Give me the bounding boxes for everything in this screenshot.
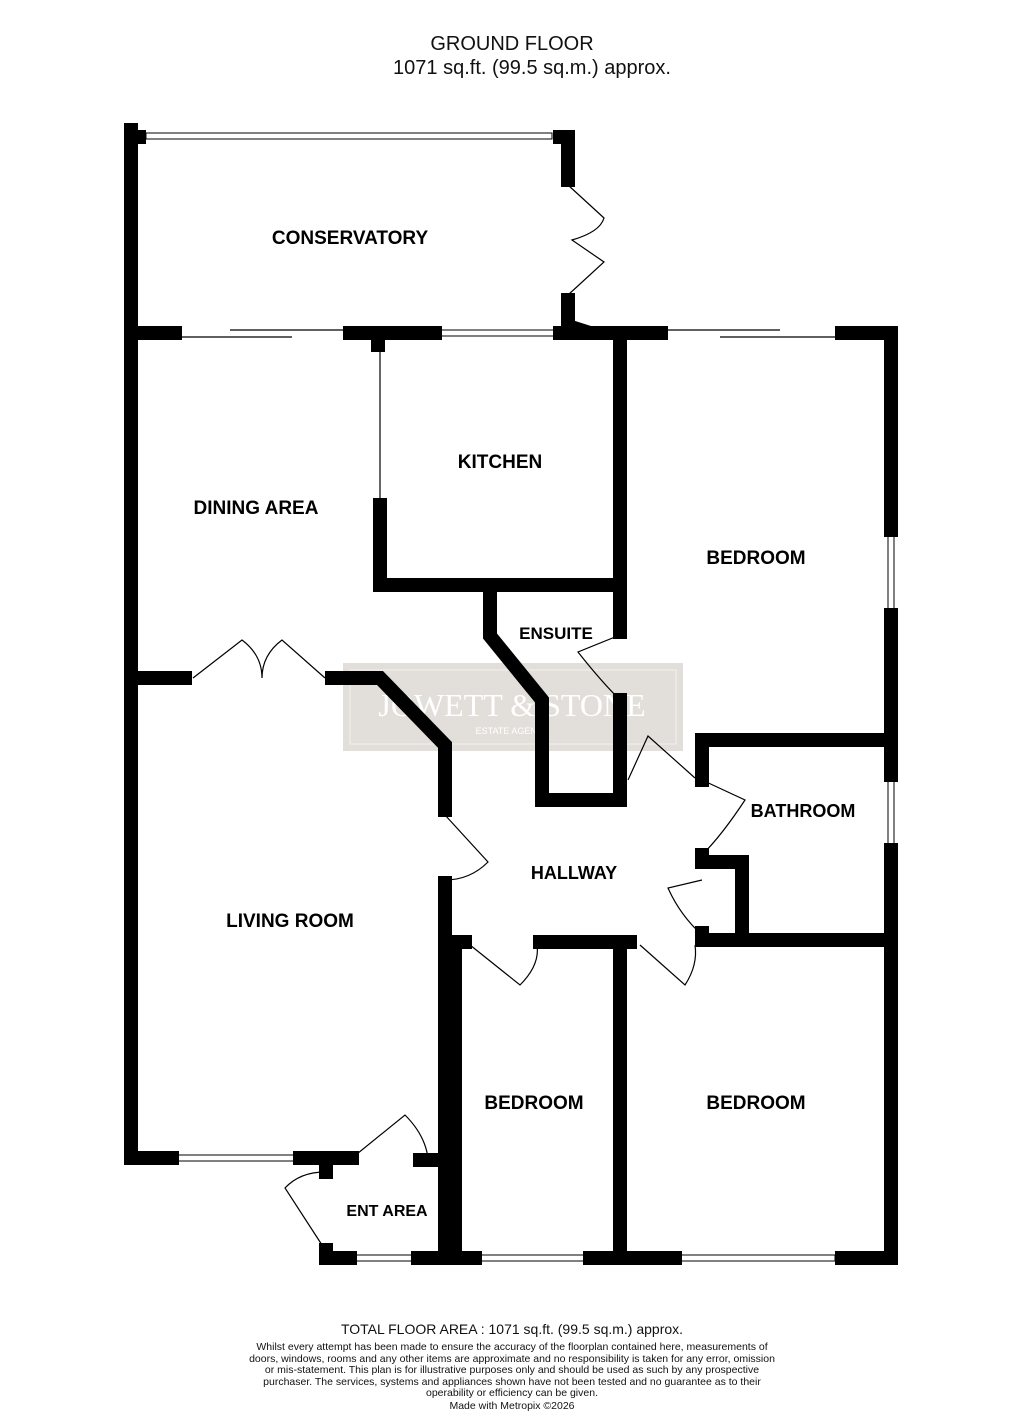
label-kitchen: KITCHEN xyxy=(458,452,542,473)
label-bathroom: BATHROOM xyxy=(751,801,856,821)
room-labels: CONSERVATORY DINING AREA KITCHEN BEDROOM… xyxy=(194,228,856,1220)
disclaimer: Whilst every attempt has been made to en… xyxy=(249,1341,775,1399)
credit: Made with Metropix ©2026 xyxy=(449,1400,575,1412)
doors xyxy=(180,184,835,1246)
label-bedroom-3: BEDROOM xyxy=(706,1093,805,1114)
label-conservatory: CONSERVATORY xyxy=(272,228,429,249)
label-hallway: HALLWAY xyxy=(531,863,617,883)
floor-title: GROUND FLOOR xyxy=(430,33,594,55)
svg-text:ESTATE AGENTS: ESTATE AGENTS xyxy=(476,726,549,736)
floor-area: 1071 sq.ft. (99.5 sq.m.) approx. xyxy=(393,57,671,79)
label-living-room: LIVING ROOM xyxy=(226,911,354,932)
label-bedroom-2: BEDROOM xyxy=(484,1093,583,1114)
label-dining-area: DINING AREA xyxy=(194,498,319,519)
label-entrance: ENT AREA xyxy=(346,1203,428,1220)
label-ensuite: ENSUITE xyxy=(519,624,593,643)
label-bedroom-master: BEDROOM xyxy=(706,548,805,569)
watermark-logo: JOWETT & STONE ESTATE AGENTS xyxy=(343,663,683,751)
walls xyxy=(124,123,898,1265)
total-floor-area: TOTAL FLOOR AREA : 1071 sq.ft. (99.5 sq.… xyxy=(340,1321,684,1337)
